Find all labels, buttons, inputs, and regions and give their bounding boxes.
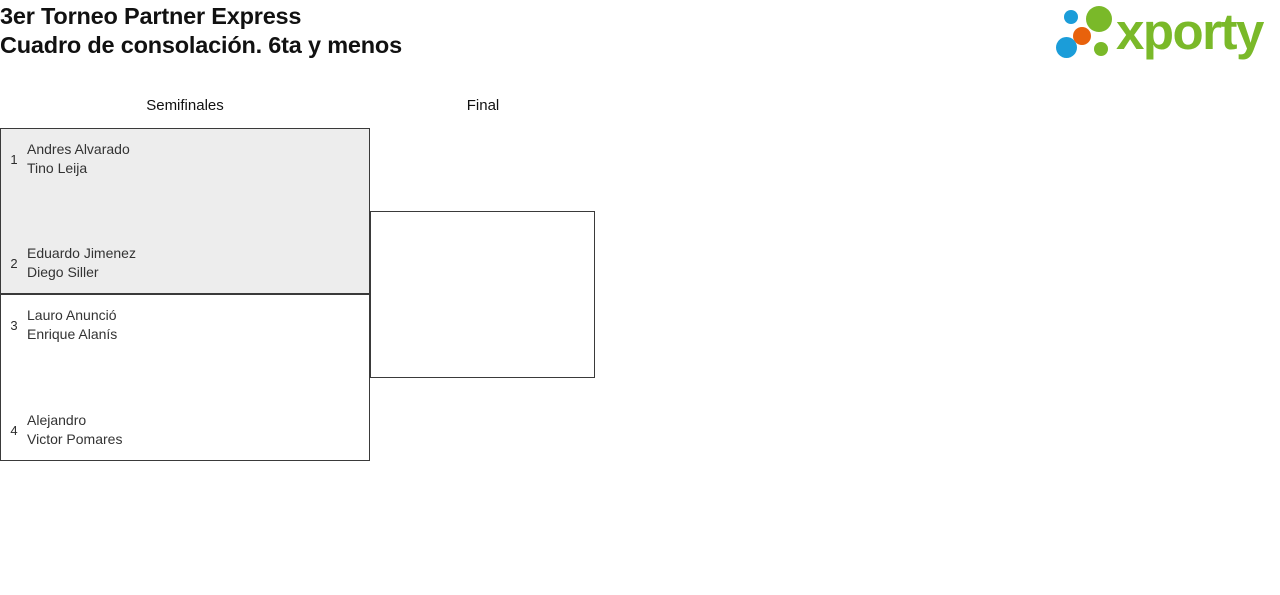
page-title: 3er Torneo Partner Express Cuadro de con… [0,2,402,60]
team-slot[interactable]: 2 Eduardo Jimenez Diego Siller [1,243,371,283]
team-players: Eduardo Jimenez Diego Siller [27,244,136,282]
match-semifinal-2[interactable]: 3 Lauro Anunció Enrique Alanís 4 Alejand… [0,294,370,461]
team-seed: 4 [10,422,18,438]
team-seed: 1 [10,151,18,167]
team-slot[interactable]: 4 Alejandro Victor Pomares [1,410,371,450]
round-header-final: Final [466,97,500,114]
logo-dot-blue-small-icon [1064,10,1078,24]
round-header-semifinales: Semifinales [146,97,224,114]
player-name: Tino Leija [27,160,88,176]
player-name: Andres Alvarado [27,141,130,157]
logo-dot-green-small-icon [1094,42,1108,56]
page-header: 3er Torneo Partner Express Cuadro de con… [0,0,1280,80]
match-semifinal-1[interactable]: 1 Andres Alvarado Tino Leija 2 Eduardo J… [0,128,370,294]
team-players: Lauro Anunció Enrique Alanís [27,306,117,344]
team-seed: 3 [10,317,18,333]
team-slot[interactable]: 1 Andres Alvarado Tino Leija [1,139,371,179]
player-name: Eduardo Jimenez [27,245,136,261]
bracket-subtitle: Cuadro de consolación. 6ta y menos [0,32,402,58]
match-final[interactable] [370,211,595,378]
logo-dots-icon [1050,4,1124,60]
player-name: Victor Pomares [27,431,123,447]
tournament-name: 3er Torneo Partner Express [0,3,302,29]
logo-dot-orange-icon [1073,27,1091,45]
logo-dot-green-large-icon [1086,6,1112,32]
team-seed: 2 [10,255,18,271]
xporty-logo[interactable]: xporty [1050,3,1276,62]
team-slot[interactable]: 3 Lauro Anunció Enrique Alanís [1,305,371,345]
player-name: Lauro Anunció [27,307,117,323]
player-name: Diego Siller [27,264,99,280]
logo-wordmark: xporty [1116,3,1264,60]
player-name: Alejandro [27,412,87,428]
team-players: Andres Alvarado Tino Leija [27,140,130,178]
team-players: Alejandro Victor Pomares [27,411,122,449]
logo-dot-blue-large-icon [1056,37,1077,58]
player-name: Enrique Alanís [27,326,118,342]
